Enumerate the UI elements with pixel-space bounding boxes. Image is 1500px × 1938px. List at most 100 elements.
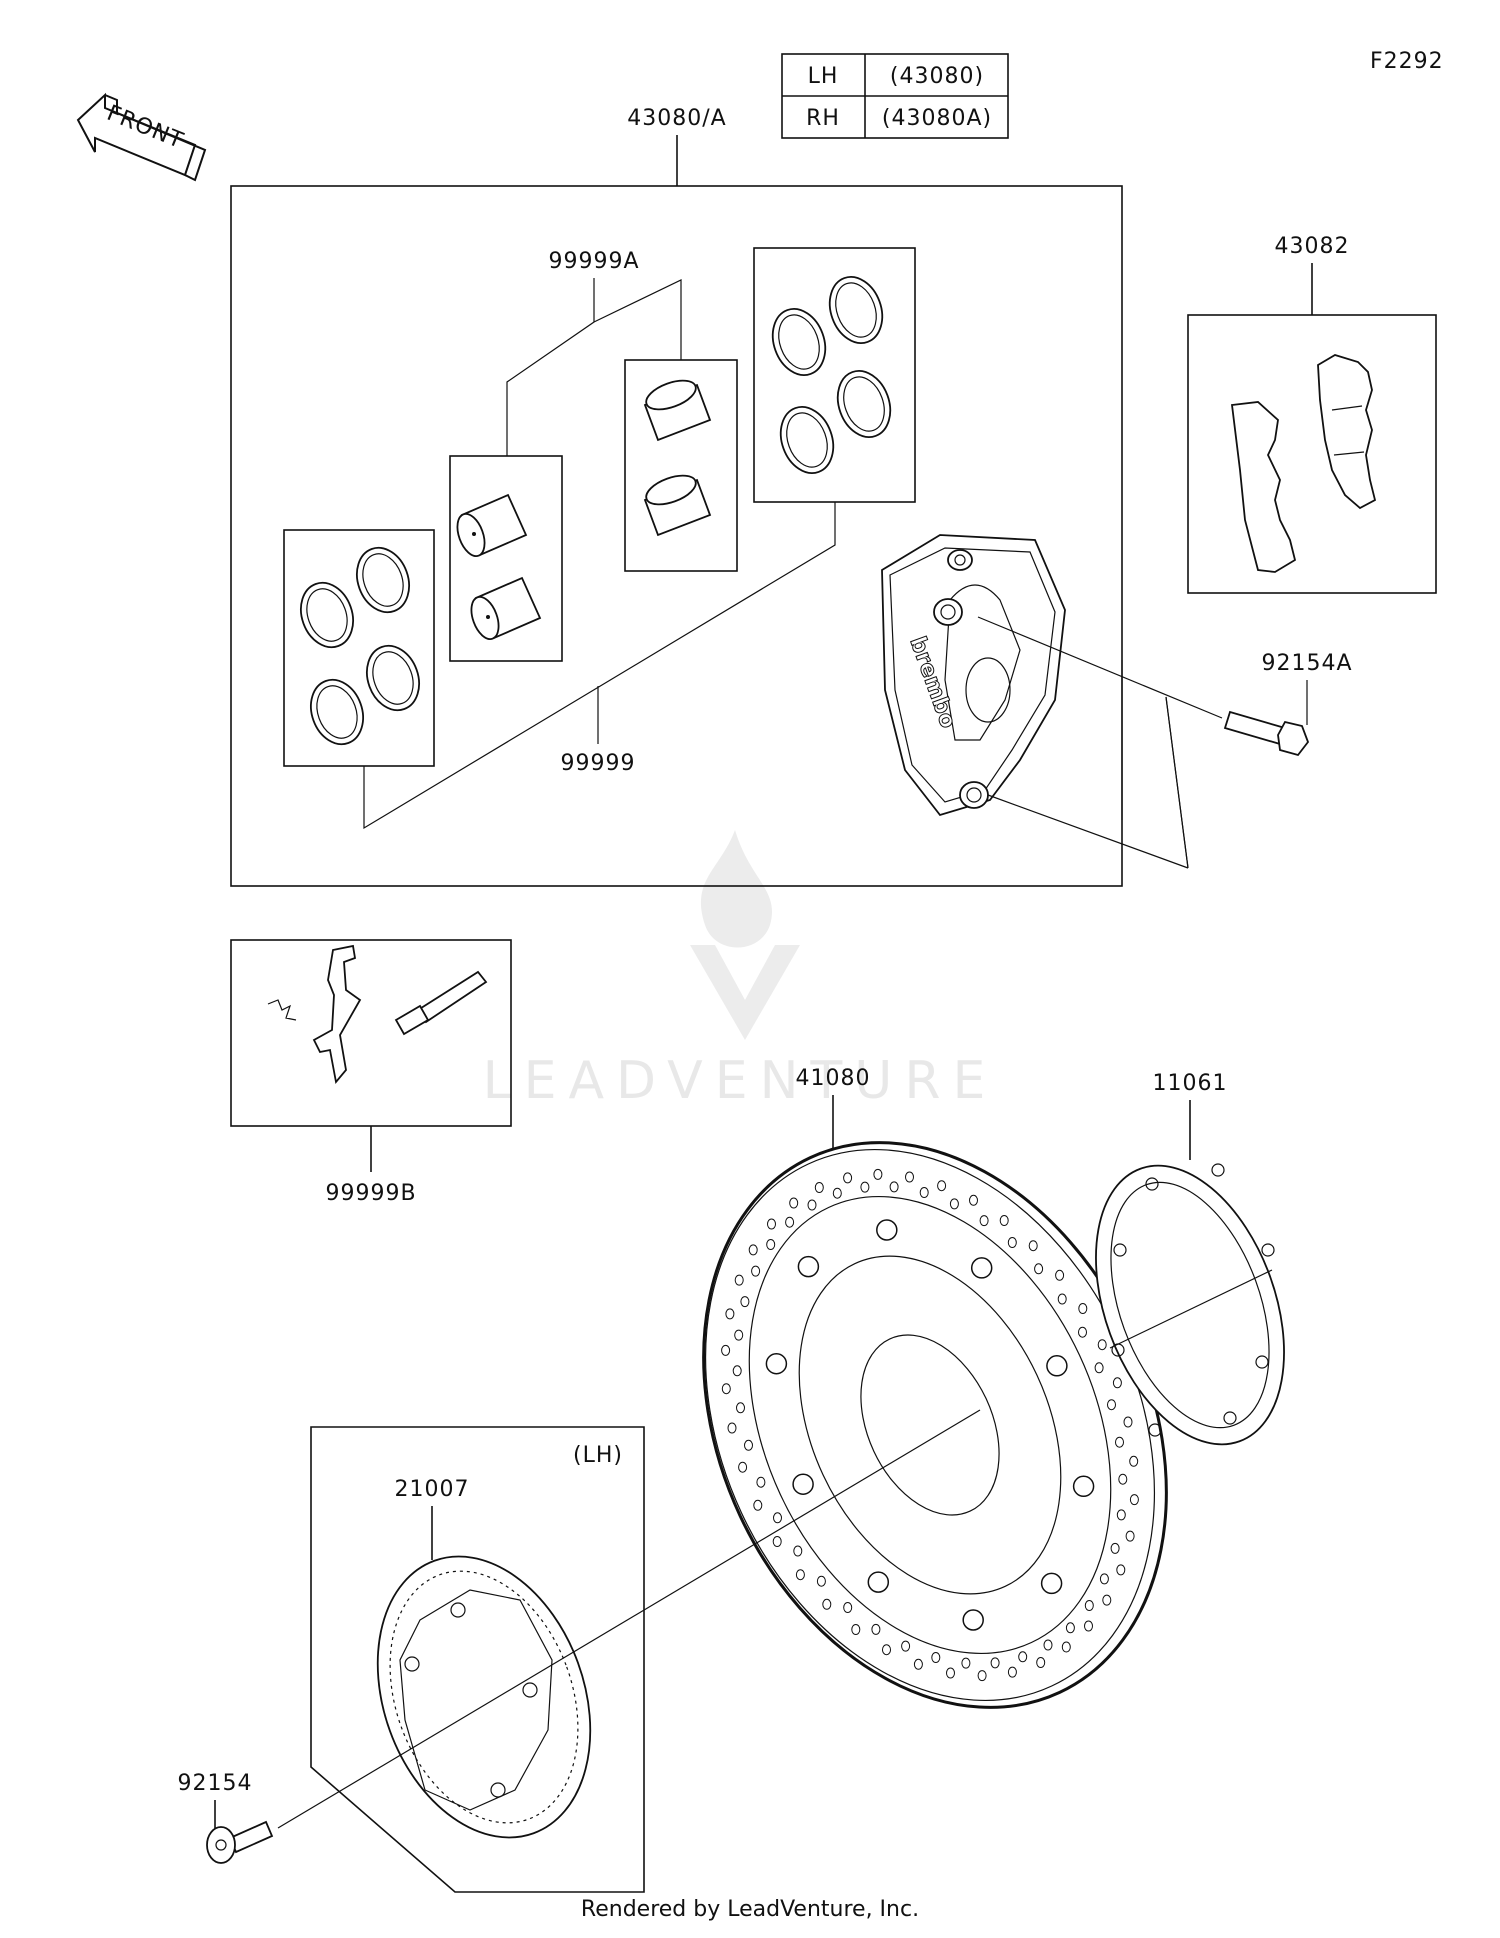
disc-hole — [843, 1172, 853, 1184]
callout-caliper-bolt[interactable]: 92154A — [1261, 651, 1352, 676]
footer-credit: Rendered by LeadVenture, Inc. — [580, 1897, 920, 1922]
disc-hole — [1034, 1263, 1044, 1275]
disc-hole — [744, 1439, 753, 1451]
disc-hole — [721, 1344, 731, 1356]
disc-hole — [1061, 1641, 1071, 1653]
disc-hole — [832, 1187, 842, 1199]
disc-hole — [1097, 1339, 1107, 1351]
disc-button — [792, 1473, 814, 1495]
disc-hole — [1007, 1666, 1017, 1678]
callout-shim[interactable]: 11061 — [1153, 1071, 1228, 1096]
disc-hole — [1118, 1473, 1128, 1485]
disc-button — [876, 1219, 898, 1241]
side-table-lh-part: (43080) — [890, 64, 984, 89]
disc-hole — [816, 1575, 826, 1587]
piston-box-upper — [624, 359, 738, 572]
pad-set-box — [1187, 314, 1437, 594]
disc-hole — [789, 1197, 799, 1209]
disc-hole — [727, 1422, 737, 1434]
brake-disc — [702, 1141, 1168, 1709]
disc-hole — [919, 1187, 929, 1198]
disc-button — [970, 1257, 993, 1279]
disc-hole — [795, 1569, 805, 1581]
disc-hole — [873, 1168, 883, 1180]
callout-brake-disc[interactable]: 41080 — [796, 1066, 871, 1091]
callout-seal-kit[interactable]: 99999 — [561, 751, 636, 776]
callout-pin-kit[interactable]: 99999B — [325, 1181, 416, 1206]
disc-hole — [1043, 1639, 1053, 1651]
side-table-rh: RH — [806, 106, 840, 131]
disc-hole — [882, 1644, 891, 1656]
disc-hole — [725, 1308, 735, 1320]
disc-hole — [738, 1461, 748, 1473]
lh-note: (LH) — [573, 1443, 623, 1468]
disc-hole — [734, 1329, 744, 1341]
disc-hole — [751, 1265, 761, 1277]
disc-hole — [740, 1296, 750, 1308]
callout-caliper-assy[interactable]: 43080/A — [627, 106, 726, 131]
pin-kit-box — [230, 939, 512, 1127]
disc-hole — [1116, 1509, 1126, 1521]
disc-hole — [767, 1218, 776, 1230]
disc-hole — [1129, 1494, 1139, 1506]
disc-hole — [913, 1658, 923, 1670]
disc-hole — [1110, 1542, 1120, 1554]
side-table-rh-part: (43080A) — [882, 106, 992, 131]
disc-hole — [1112, 1377, 1122, 1389]
disc-button — [1072, 1475, 1095, 1498]
disc-hole — [949, 1198, 959, 1210]
disc-hole — [807, 1199, 817, 1211]
disc-button — [1046, 1355, 1068, 1377]
disc-hole — [748, 1244, 758, 1256]
disc-hole — [1116, 1564, 1126, 1576]
disc-hole — [1099, 1573, 1109, 1585]
disc-hole — [1125, 1530, 1135, 1542]
shim — [1095, 1163, 1285, 1446]
disc-hole — [772, 1536, 782, 1547]
seal-box-lower — [283, 529, 435, 767]
disc-hole — [889, 1181, 899, 1193]
disc-hole — [901, 1640, 911, 1652]
callout-abs-rotor[interactable]: 21007 — [395, 1477, 470, 1502]
disc-hole — [937, 1180, 947, 1192]
callout-piston-kit[interactable]: 99999A — [548, 249, 639, 274]
disc-hole — [979, 1215, 989, 1227]
brake-caliper: brembo — [881, 534, 1066, 817]
disc-hole — [999, 1215, 1009, 1226]
pistons-upper — [643, 379, 712, 537]
piston-seals-upper — [771, 276, 892, 474]
callout-pad-set[interactable]: 43082 — [1275, 234, 1350, 259]
pistons-lower — [456, 493, 542, 640]
disc-hole — [1078, 1326, 1087, 1338]
disc-hole — [851, 1624, 861, 1635]
side-table-lh: LH — [808, 64, 839, 89]
disc-hole — [785, 1216, 795, 1228]
abs-rotor — [376, 1555, 592, 1839]
disc-hole — [871, 1623, 881, 1635]
disc-button — [867, 1571, 890, 1593]
watermark-text: LEADVENTURE — [483, 1051, 998, 1111]
lh-box — [310, 1426, 645, 1893]
disc-hole — [721, 1383, 731, 1395]
disc-button — [797, 1255, 820, 1278]
disc-hole — [756, 1476, 766, 1488]
disc-hole — [822, 1598, 832, 1610]
disc-hole — [1102, 1594, 1112, 1606]
disc-hole — [969, 1194, 978, 1206]
callout-disc-bolt[interactable]: 92154 — [178, 1771, 253, 1796]
disc-hole — [1007, 1237, 1017, 1248]
disc-hole — [977, 1670, 987, 1682]
disc-button — [962, 1609, 984, 1631]
disc-hole — [1084, 1600, 1094, 1611]
disc-hole — [1129, 1455, 1139, 1467]
disc-hole — [773, 1512, 782, 1524]
disc-hole — [732, 1365, 742, 1377]
pin-kit-parts — [267, 944, 488, 1085]
piston-seals-lower — [300, 546, 420, 746]
caliper-assy-box — [230, 185, 1123, 887]
disc-hole — [946, 1667, 955, 1679]
disc-hole — [961, 1657, 971, 1669]
watermark: LEADVENTURE — [483, 830, 998, 1111]
caliper-bolt — [1223, 710, 1310, 757]
disc-hole — [905, 1171, 914, 1183]
